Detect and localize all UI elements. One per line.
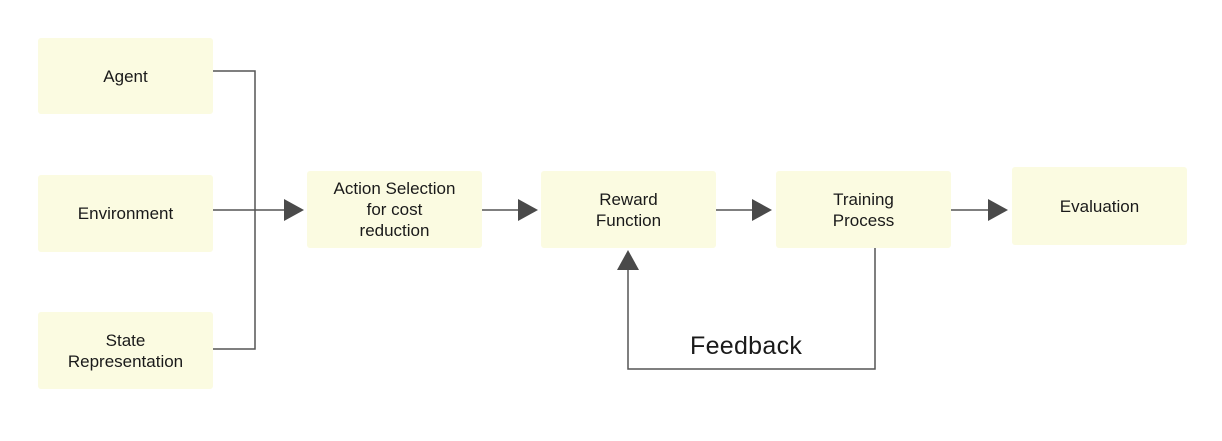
node-environment-label: Environment [77, 204, 174, 223]
node-agent-label: Agent [103, 66, 148, 86]
arrowhead-feedback-to-reward [617, 250, 639, 270]
node-evaluation: Evaluation [1012, 167, 1187, 245]
node-environment: Environment [38, 175, 213, 252]
feedback-loop-line [627, 248, 876, 370]
node-training-process: Training Process [776, 171, 951, 248]
node-training-process-label: Training Process [832, 189, 895, 230]
node-agent: Agent [38, 38, 213, 114]
node-reward-function: Reward Function [541, 171, 716, 248]
arrowhead-to-evaluation [988, 199, 1008, 221]
node-action-selection-label: Action Selection for cost reduction [333, 179, 456, 240]
arrowhead-to-action-selection [284, 199, 304, 221]
node-evaluation-label: Evaluation [1059, 196, 1140, 216]
feedback-label: Feedback [690, 332, 803, 360]
node-state-representation-label: State Representation [67, 330, 184, 371]
arrowhead-to-reward-function [518, 199, 538, 221]
node-action-selection: Action Selection for cost reduction [307, 171, 482, 248]
node-state-representation: State Representation [38, 312, 213, 389]
arrowhead-to-training-process [752, 199, 772, 221]
node-reward-function-label: Reward Function [595, 189, 662, 230]
